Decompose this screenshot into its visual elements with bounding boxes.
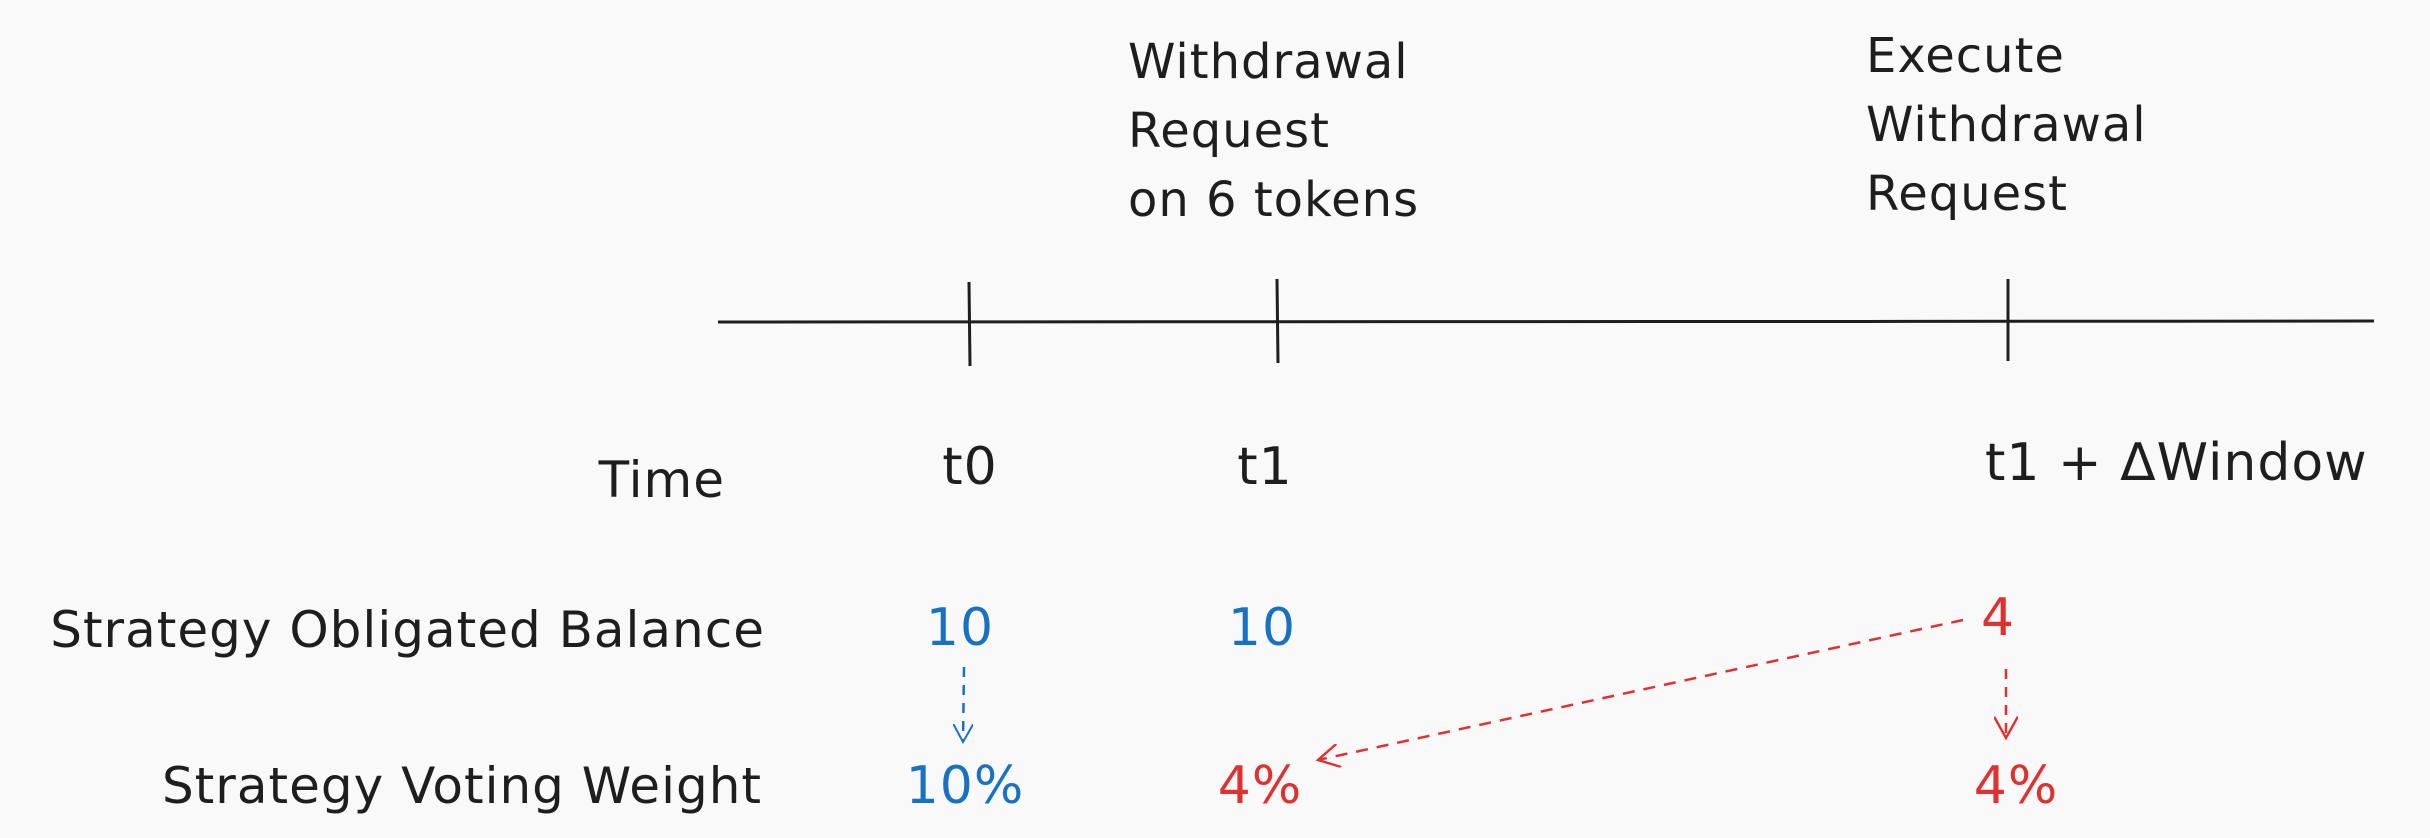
tick-mark-t1 — [1275, 278, 1280, 364]
execute-withdrawal-caption: Execute Withdrawal Request — [1866, 28, 2147, 222]
withdrawal-request-caption: Withdrawal Request on 6 tokens — [1128, 34, 1420, 228]
tick-mark-t0 — [967, 281, 972, 367]
tick-label-t0: t0 — [942, 437, 998, 497]
balance-value-t1: 10 — [1227, 598, 1297, 658]
weight-value-t0: 10% — [905, 756, 1025, 816]
balance-value-t0: 10 — [925, 598, 995, 658]
balance-to-weight-arrow-t0 — [963, 666, 964, 742]
tick-label-t1-window: t1 + ΔWindow — [1985, 433, 2368, 493]
row-label-time: Time — [598, 451, 725, 509]
tick-label-t1: t1 — [1237, 437, 1293, 497]
weight-value-window: 4% — [1973, 756, 2059, 816]
balance-to-weight-arrow-t1 — [1318, 618, 1964, 760]
timeline-axis — [717, 319, 2375, 324]
row-label-balance: Strategy Obligated Balance — [50, 601, 765, 659]
balance-value-window: 4 — [1980, 588, 2016, 648]
row-label-weight: Strategy Voting Weight — [161, 757, 762, 815]
weight-value-t1: 4% — [1217, 756, 1303, 816]
